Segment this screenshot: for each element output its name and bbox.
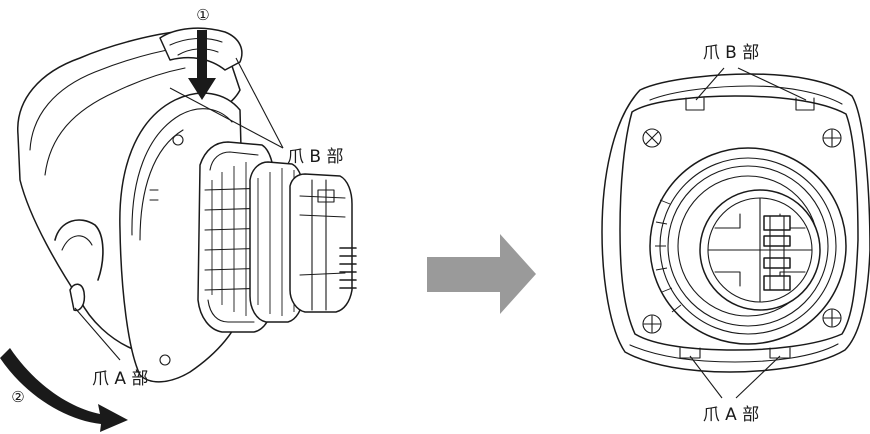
- claw-a-label-right: 爪 A 部: [703, 405, 759, 425]
- leader-claw-b-right-2: [737, 67, 807, 101]
- leader-claw-a-right-1: [689, 355, 723, 399]
- left-connector-illustration: [0, 27, 357, 432]
- screw-top-left: [642, 128, 662, 148]
- step-2-label: ②: [11, 388, 24, 406]
- screw-top-right: [822, 128, 842, 148]
- screw-bottom-left: [642, 314, 662, 334]
- screw-bottom-right: [822, 308, 842, 328]
- right-connector-illustration: [601, 67, 870, 399]
- leader-claw-a-left: [74, 307, 121, 361]
- leader-claw-b-left-2: [169, 87, 284, 149]
- push-arrow-1: [188, 30, 216, 100]
- rotate-arrow-2: [0, 348, 128, 432]
- claw-b-label-right: 爪 B 部: [703, 43, 759, 63]
- claw-b-label-left: 爪 B 部: [287, 147, 343, 167]
- step-1-label: ①: [196, 6, 209, 24]
- transition-arrow: [427, 234, 536, 314]
- leader-claw-a-right-2: [735, 355, 781, 399]
- claw-a-label-left: 爪 A 部: [92, 369, 148, 389]
- leader-claw-b-left-1: [235, 57, 284, 149]
- leader-claw-b-right-1: [695, 67, 725, 101]
